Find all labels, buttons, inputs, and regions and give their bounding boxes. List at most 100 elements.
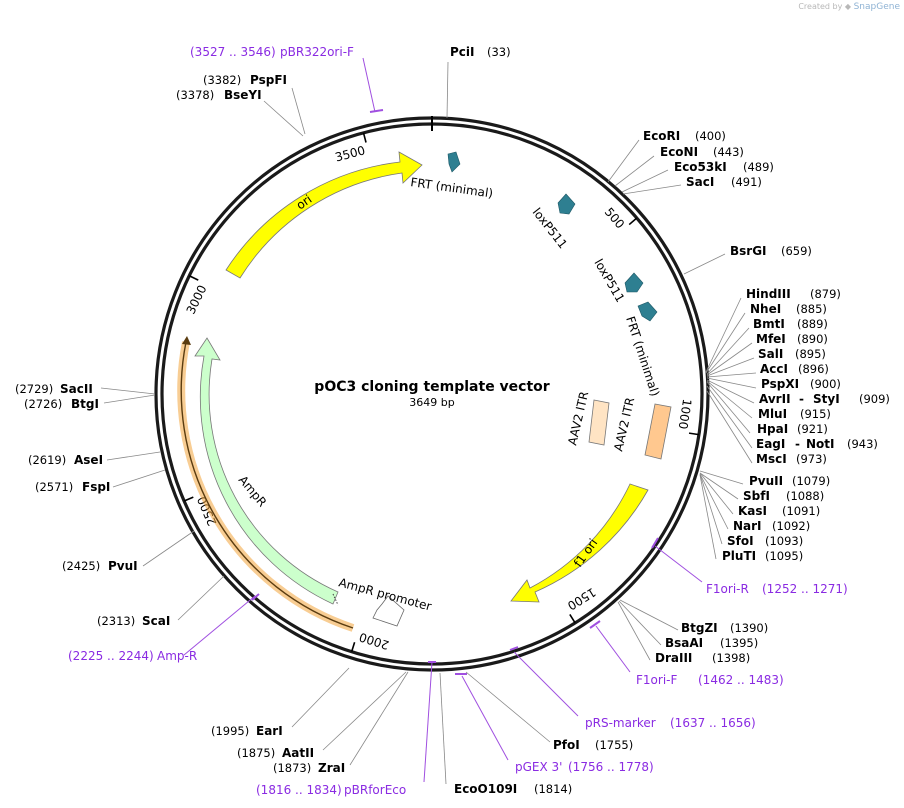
site-pos: (885) [796, 302, 827, 316]
site-leader [291, 87, 306, 135]
site-name: BsaAI [665, 636, 703, 650]
primer-name: pBR322ori-F [280, 45, 354, 59]
site-leader [439, 672, 447, 785]
site-name: SalI [758, 347, 783, 361]
site-pos: (1395) [720, 636, 758, 650]
tick-mark [350, 641, 356, 653]
site-name: EagI [756, 437, 785, 451]
loxp-arrow-icon [557, 193, 576, 215]
primer-name: F1ori-F [636, 673, 677, 687]
primer-bar [589, 620, 601, 629]
site-name: ZraI [318, 761, 345, 775]
site-pos: (3378) [176, 88, 214, 102]
site-pos: (2729) [15, 382, 53, 396]
site-name: KasI [738, 504, 767, 518]
site-leader [622, 184, 682, 195]
site-pos: (2619) [28, 453, 66, 467]
site-name: HindIII [746, 287, 791, 301]
site-leader [349, 671, 409, 766]
loxp-arrow-icon [624, 272, 644, 293]
primer-group: (3527 .. 3546) pBR322ori-F F1ori-R (1252… [68, 45, 848, 797]
primer-bar [651, 537, 659, 549]
site-pos: (1995) [211, 724, 249, 738]
site-name: AccI [760, 362, 788, 376]
site-name: HpaI [757, 422, 788, 436]
site-name: BsrGI [730, 244, 767, 258]
itr-2-label: AAV2 ITR [611, 396, 637, 453]
site-name: MluI [758, 407, 787, 421]
plasmid-title: pOC3 cloning template vector [314, 379, 549, 395]
site-leader [465, 671, 551, 743]
itr-1-feature [588, 399, 610, 446]
site-pos: (1091) [782, 504, 820, 518]
itr-2-feature [644, 403, 672, 460]
primer-leader [183, 595, 256, 656]
site-pos: (1873) [273, 761, 311, 775]
tick-label: 2000 [357, 630, 390, 652]
site-pos: (1398) [712, 651, 750, 665]
site-name: Eco53kI [674, 160, 727, 174]
site-pos: (1095) [765, 549, 803, 563]
site-name: AseI [74, 453, 103, 467]
itr-1-label: AAV2 ITR [565, 390, 591, 447]
primer-range: (1816 .. 1834) [256, 783, 342, 797]
site-pos: (400) [695, 129, 726, 143]
primer-range: (2225 .. 2244) [68, 649, 154, 663]
site-pos: (1088) [786, 489, 824, 503]
site-name: PfoI [553, 738, 580, 752]
primer-bar [509, 646, 519, 651]
site-name: ScaI [142, 614, 170, 628]
site-name: FspI [82, 480, 110, 494]
site-name: AatII [282, 746, 314, 760]
site-leader [142, 530, 195, 567]
site-pos: (2571) [35, 480, 73, 494]
site-pos: (879) [810, 287, 841, 301]
site-pos: (895) [795, 347, 826, 361]
site-pos: (973) [796, 452, 827, 466]
site-name: EcoO109I [454, 782, 517, 796]
site-name: EcoNI [660, 145, 698, 159]
loxp-2-label: loxP511 [591, 257, 627, 305]
site-pos: (2726) [24, 397, 62, 411]
site-leader [322, 671, 407, 751]
site-name: BmtI [753, 317, 785, 331]
tick-mark [183, 496, 194, 502]
primer-range: (1637 .. 1656) [670, 716, 756, 730]
site-pos: (921) [797, 422, 828, 436]
primer-name: F1ori-R [706, 582, 749, 596]
tick-label: 3500 [334, 143, 367, 164]
credit-prefix: Created by [798, 2, 843, 11]
primer-range: (1252 .. 1271) [762, 582, 848, 596]
site-name-alt: NotI [806, 437, 835, 451]
site-name: DraIII [655, 651, 692, 665]
site-pos: (491) [731, 175, 762, 189]
site-pos: (659) [781, 244, 812, 258]
primer-range: (1462 .. 1483) [698, 673, 784, 687]
site-pos: (2313) [97, 614, 135, 628]
site-name: SacII [60, 382, 93, 396]
site-name: EcoRI [643, 129, 680, 143]
site-name: BtgI [71, 397, 99, 411]
tick-mark [569, 614, 576, 624]
site-pos: (1092) [772, 519, 810, 533]
f1ori-feature [510, 483, 649, 603]
site-leader [607, 139, 640, 183]
site-name: MscI [756, 452, 787, 466]
site-leader [619, 599, 679, 631]
primer-leader [461, 675, 509, 761]
site-pos: (1079) [792, 474, 830, 488]
site-pos: (896) [798, 362, 829, 376]
site-leader [291, 667, 350, 728]
frt-arrow-icon [447, 151, 461, 173]
site-name: PspXI [761, 377, 799, 391]
site-leaders [100, 61, 757, 785]
primer-leader [423, 661, 433, 783]
plasmid-length: 3649 bp [409, 396, 454, 409]
site-pos: (1755) [595, 738, 633, 752]
ori-feature [225, 151, 423, 279]
site-name: PvuI [108, 559, 138, 573]
site-pos: (1814) [534, 782, 572, 796]
site-name: PvuII [749, 474, 783, 488]
primer-leader [654, 545, 703, 583]
site-pos: (443) [713, 145, 744, 159]
